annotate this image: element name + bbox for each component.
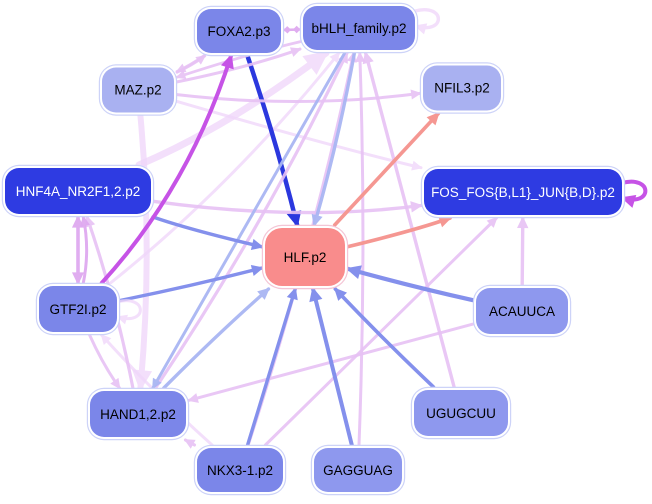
edge-hand1-hlf — [162, 287, 271, 390]
edge-foxa2-hlf — [245, 53, 302, 228]
node-hlf[interactable]: HLF.p2 — [265, 228, 345, 286]
edge-gagg-hlf — [309, 286, 354, 447]
edge-bhlh-maz — [175, 40, 302, 80]
self-loop-gtf2i — [115, 299, 142, 325]
edge-gtf2i-foxa2 — [99, 53, 234, 285]
node-label: FOS_FOS{B,L1}_JUN{B,D}.p2 — [431, 184, 615, 200]
edge-nkx3-fos — [263, 216, 498, 447]
node-acauuca[interactable]: ACAUUCA — [476, 288, 568, 334]
edge-hnf4a-fos — [152, 199, 423, 215]
edge-maz-hand1 — [131, 112, 153, 392]
edge-acauuca-fos — [516, 216, 529, 287]
edge-gagg-bhlh — [355, 51, 366, 447]
node-label: HAND1,2.p2 — [100, 406, 176, 422]
node-label: HNF4A_NR2F1,2.p2 — [15, 183, 141, 199]
node-uguu[interactable]: UGUGCUU — [414, 390, 508, 436]
self-loop-bhlh — [413, 8, 441, 35]
edge-hlf-nfil3 — [332, 111, 441, 227]
node-gtf2i[interactable]: GTF2I.p2 — [39, 286, 117, 332]
node-label: FOXA2.p3 — [207, 23, 271, 39]
edge-hnf4a-hlf — [151, 215, 264, 251]
edge-gtf2i-hand1 — [88, 333, 121, 390]
edge-nkx3-hlf — [245, 287, 298, 447]
edge-gtf2i-hnf4a — [80, 215, 91, 285]
node-maz[interactable]: MAZ.p2 — [102, 67, 174, 113]
edge-gtf2i-hlf — [118, 264, 264, 303]
node-label: HLF.p2 — [283, 249, 327, 265]
edge-foxa2-maz — [175, 54, 205, 73]
self-loop-fos — [620, 179, 648, 208]
edge-bhlh-hand1 — [151, 51, 347, 390]
node-label: bHLH_family.p2 — [311, 20, 407, 36]
node-label: UGUGCUU — [426, 405, 496, 421]
node-bhlh[interactable]: bHLH_family.p2 — [303, 6, 415, 50]
edge-gtf2i-bhlh — [109, 51, 341, 285]
node-label: MAZ.p2 — [114, 82, 162, 98]
edge-hlf-fos — [346, 215, 453, 249]
edge-uguu-hlf — [333, 287, 436, 389]
node-fos[interactable]: FOS_FOS{B,L1}_JUN{B,D}.p2 — [424, 169, 622, 215]
node-hnf4a[interactable]: HNF4A_NR2F1,2.p2 — [5, 168, 151, 214]
edge-maz-nfil3 — [175, 89, 422, 103]
node-label: NFIL3.p2 — [434, 80, 490, 96]
node-label: NKX3-1.p2 — [206, 462, 274, 478]
node-label: GAGGUAG — [323, 462, 393, 478]
edge-nkx3-hand1 — [183, 438, 196, 449]
edge-bhlh-hlf — [311, 51, 357, 227]
node-gagg[interactable]: GAGGUAG — [314, 448, 402, 492]
edge-maz-bhlh — [175, 47, 302, 84]
node-foxa2[interactable]: FOXA2.p3 — [197, 9, 281, 53]
node-label: GTF2I.p2 — [49, 301, 107, 317]
node-nkx3[interactable]: NKX3-1.p2 — [197, 448, 283, 492]
node-nfil3[interactable]: NFIL3.p2 — [423, 65, 501, 111]
node-label: ACAUUCA — [488, 303, 555, 319]
edge-acauuca-hlf — [345, 265, 476, 303]
node-hand1[interactable]: HAND1,2.p2 — [90, 391, 186, 437]
edge-maz-fos — [175, 99, 423, 171]
